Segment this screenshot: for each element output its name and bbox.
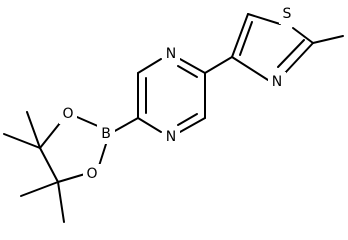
thiazole-nitrogen-label: N [272,74,282,90]
chemical-structure-diagram: S N N N B O O [3,4,344,223]
bond-c-top-methyl-left [3,133,41,149]
bond-pyrazine-n4-c3 [179,117,206,133]
bond-b-o-bottom [98,143,107,167]
bond-c-top-methyl-up [26,111,41,149]
bond-thiazole-c5-c4 [231,13,249,58]
bond-thiazole-n-c2 [284,42,314,74]
boron-label-background [97,124,115,144]
bonds [3,13,344,223]
top-oxygen-label-background [59,104,77,124]
pyrazine-top-nitrogen-label-background [162,44,180,64]
bond-b-o-top [76,116,101,128]
bond-o-top-c-top [39,122,61,149]
bond-pyrazine-c5-n4 [137,117,162,133]
bond-c-bottom-methyl-down [57,181,65,223]
atom-labels: S N N N B O O [59,4,295,184]
bond-c5-b [112,117,139,133]
bond-thiazole-n-c2-inner [277,39,305,68]
bond-thiazole-c5-c4-inner [239,21,253,56]
bond-c-top-c-bottom [39,147,59,183]
bond-pyrazine-c2-n1 [179,58,206,74]
bond-thiazole-c4-n [231,56,269,81]
top-oxygen-label: O [62,106,73,122]
bond-methyl [312,35,344,44]
pyrazine-bottom-nitrogen-label: N [166,129,176,145]
sulfur-atom-label: S [283,6,292,22]
bottom-oxygen-label-background [83,164,101,184]
bond-thiazole-c2-s [292,27,314,44]
bond-pyrazine-c2-n1-inner [177,65,198,78]
bond-thiazole-s-c5 [247,13,281,25]
bond-c-bottom-methyl-left [20,181,59,197]
pyrazine-bottom-nitrogen-label-background [162,127,180,147]
bottom-oxygen-label: O [86,166,97,182]
bond-pyrazine-n4-c3-inner [177,113,198,126]
thiazole-nitrogen-label-background [268,72,286,92]
bond-ring-link [204,56,233,74]
sulfur-label-background [279,4,295,24]
bond-o-bottom-c-bottom [57,173,86,183]
pyrazine-top-nitrogen-label: N [166,46,176,62]
boron-atom-label: B [101,126,111,142]
bond-pyrazine-n1-c6 [137,58,162,74]
